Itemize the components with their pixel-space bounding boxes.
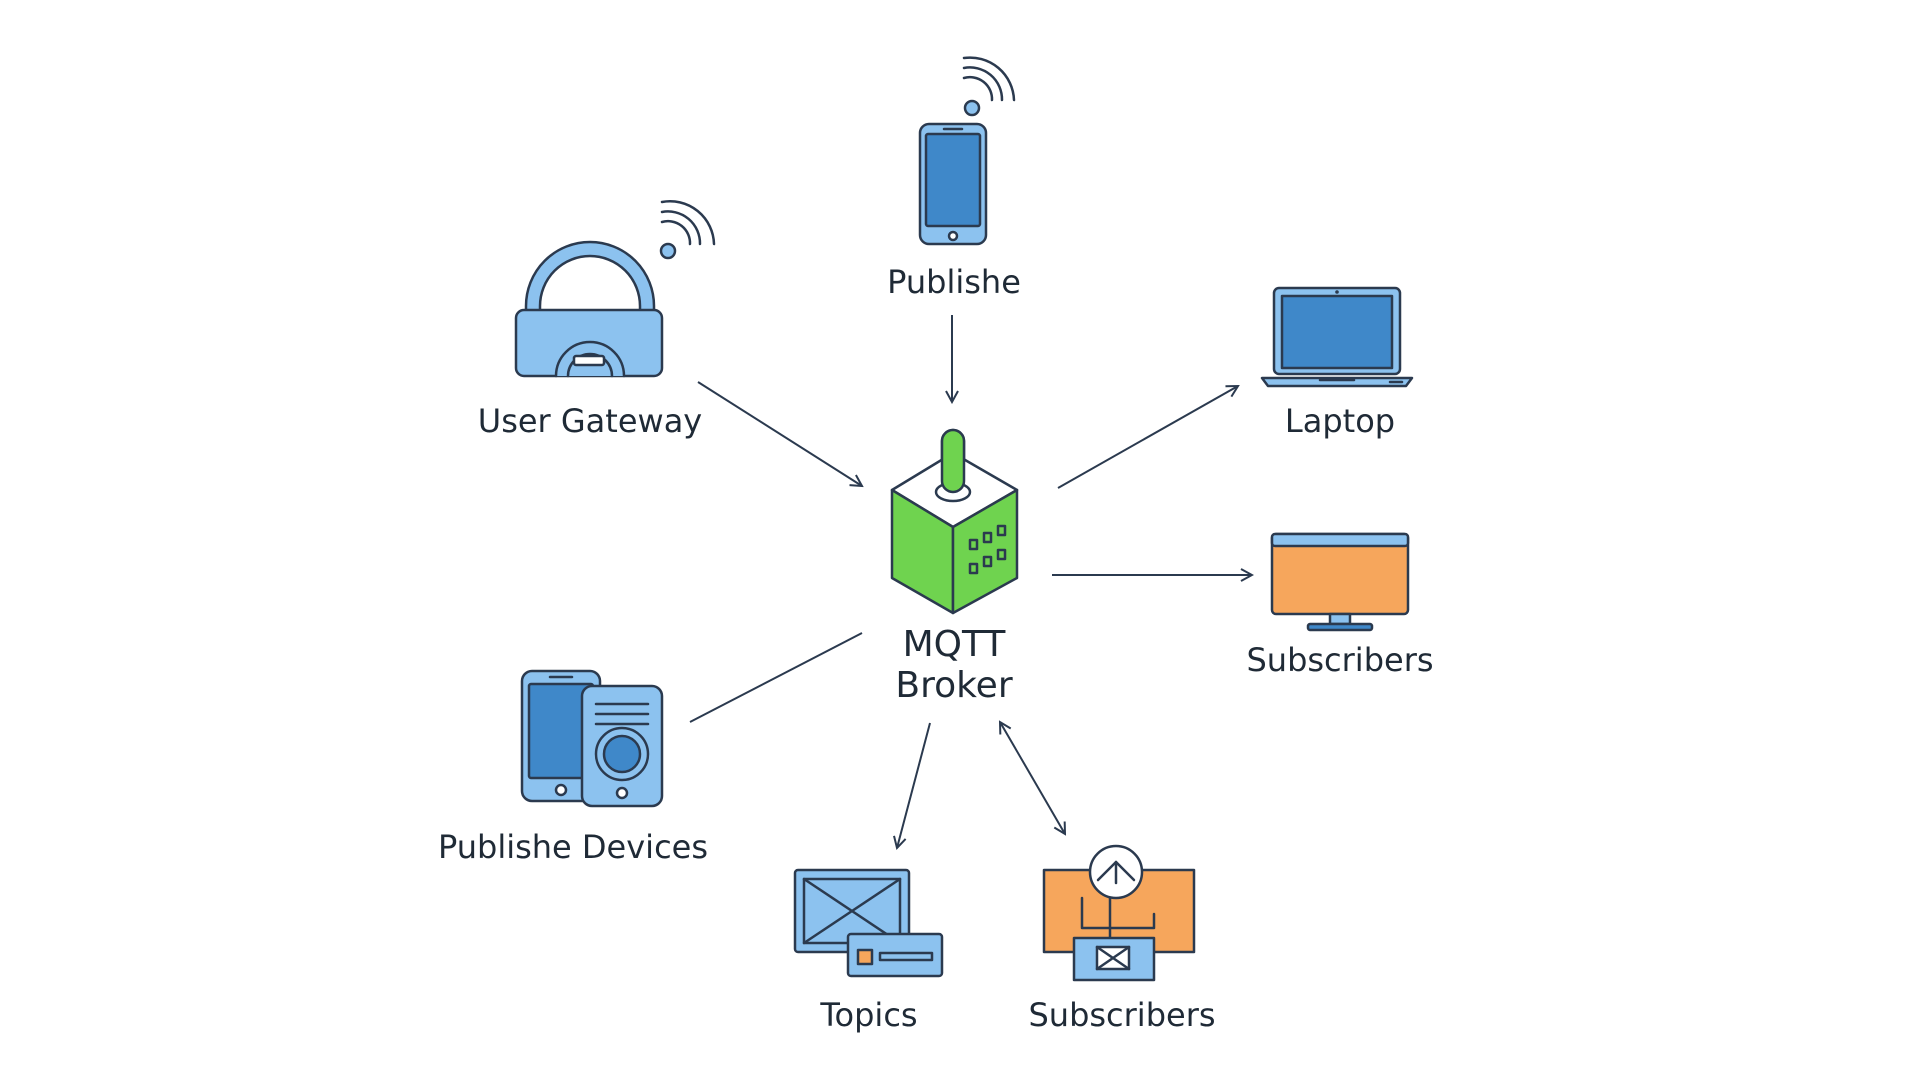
wifi-icon — [962, 56, 1016, 117]
node-subscribers-monitor: Subscribers — [1246, 532, 1434, 679]
node-label: Publishe Devices — [438, 828, 708, 866]
node-label: User Gateway — [478, 402, 702, 440]
node-label: Publishe — [887, 263, 1021, 301]
node-publisher-top: Publishe — [887, 56, 1021, 301]
node-label: Topics — [819, 996, 917, 1034]
node-label: Subscribers — [1028, 996, 1215, 1034]
node-topics: Topics — [793, 868, 944, 1034]
mqtt-broker-cube-icon — [890, 428, 1019, 615]
gateway-lock-icon — [514, 240, 664, 378]
laptop-icon — [1260, 286, 1414, 388]
broker-label-line2: Broker — [895, 665, 1012, 706]
connectors — [689, 315, 1252, 848]
monitor-icon — [1270, 532, 1410, 632]
node-laptop: Laptop — [1260, 286, 1414, 440]
subscriber-board-icon — [1042, 844, 1196, 982]
phone-and-speaker-icon — [520, 669, 664, 808]
node-publisher-devices: Publishe Devices — [438, 669, 708, 866]
wifi-icon — [659, 200, 716, 260]
edge-gateway-to-broker — [697, 381, 862, 486]
node-subscribers-board: Subscribers — [1028, 844, 1216, 1034]
edge-broker-to-topics — [897, 722, 931, 848]
edge-broker-subscribers-board-bidirectional — [1000, 722, 1065, 834]
edge-broker-to-laptop — [1057, 386, 1238, 489]
edge-broker-to-publisher-devices — [689, 632, 863, 723]
node-label: Subscribers — [1246, 641, 1433, 679]
node-label: Laptop — [1285, 402, 1395, 440]
envelope-card-icon — [793, 868, 944, 978]
node-user-gateway: User Gateway — [478, 200, 716, 440]
port-grid — [968, 524, 1007, 575]
broker-label-line1: MQTT — [903, 624, 1007, 665]
smartphone-icon — [918, 122, 988, 246]
node-mqtt-broker: MQTT Broker — [890, 428, 1019, 706]
